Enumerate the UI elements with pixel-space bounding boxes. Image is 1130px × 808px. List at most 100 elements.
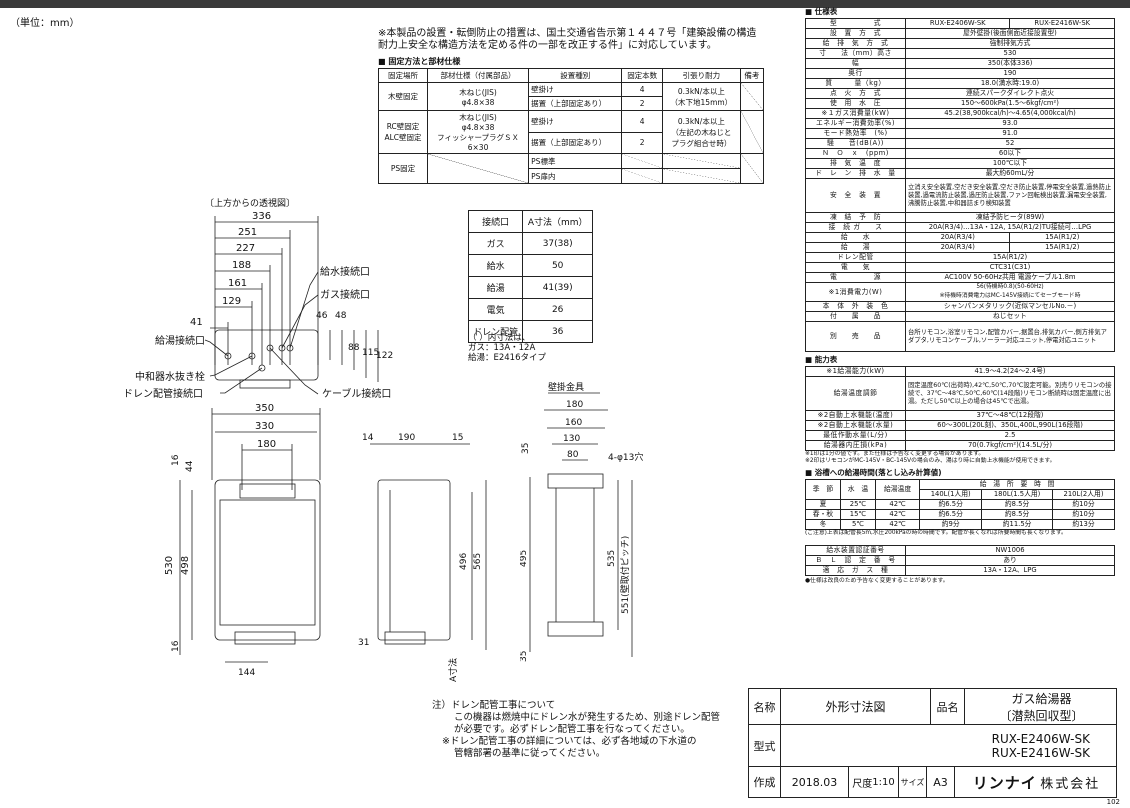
bath-subheader: 140L(1人用) [919,489,983,500]
spec-label: 電 気 [805,262,906,273]
top-view-drawing: 〔上方からの透視図〕 336 251 227 188 161 129 41 46… [123,197,393,400]
conn-header: 接続口 [467,210,524,233]
fix-count: 4 [621,110,664,133]
spec-label: 排 気 温 度 [805,158,906,169]
fix-empty [426,153,530,184]
dim-text: 495 [520,550,529,567]
dim-text: 180 [257,439,276,450]
spec-label: 電 源 [805,272,906,283]
dim-text: 16 [171,454,181,466]
dim-text: 130 [563,434,580,444]
spec-value: NW1006 [905,545,1115,556]
spec-label: 給 水 [805,232,906,243]
bracket-hole: 4-φ13穴 [608,451,643,463]
fixing-header: 固定本数 [621,68,664,83]
spec-label: 使 用 水 圧 [805,98,906,109]
spec-value: 150〜600kPa(1.5〜6kgf/cm²) [905,98,1115,109]
capacity-note: ※2印はリモコンがMC-145V・BC-145Vの場合のみ、湯はり時に自動上水機… [805,458,1056,464]
spec-label: 奥行 [805,68,906,79]
bath-cell: 42℃ [874,499,921,510]
spec-value: 56(待機時0.8)(50-60Hz)※待機時消費電力はMC-145V接続にてセ… [905,282,1115,302]
install-note: ※本製品の設置・転倒防止の措置は、国土交通省告示第１４４７号「建築設備の構造耐力… [378,28,757,51]
bath-cell: 約8.5分 [981,509,1054,520]
spec-label: 別 売 品 [805,321,906,352]
dim-text: 565 [473,553,483,570]
spec-label: ド レ ン 排 水 量 [805,168,906,179]
spec-value: 台所リモコン,浴室リモコン,配管カバー,据置台,排気カバー,側方排気アダプタ,リ… [905,321,1115,352]
conn-port: ドレン配管 [467,320,524,343]
spec-value: 52 [905,138,1115,149]
spec-value: 91.0 [905,128,1115,139]
spec-value: 190 [905,68,1115,79]
tb-made-label: 作成 [749,767,781,797]
tb-company: リンナイ 株式会社 [972,773,1101,792]
callout-label: 給水接続口 [320,265,370,278]
spec-value: CTC31(C31) [905,262,1115,273]
spec-sheet: ■ 仕様表 型 式 RUX-E2406W-SK RUX-E2416W-SK 設 … [805,4,1115,585]
page-number: 102 [1106,798,1120,806]
top-window-bar [0,0,1130,8]
conn-value: 50 [522,254,593,277]
fix-count: 2 [621,131,664,154]
spec-label: Ｎ Ｏ ｘ (ppm) [805,148,906,159]
fix-type: 据置（上部固定あり） [528,96,623,111]
spec-value: 70(0.7kgf/cm²)(14.5L/分) [905,440,1115,451]
conn-port: 給湯 [467,276,524,299]
bath-cell: 約11.5分 [981,519,1054,530]
dim-text: 129 [222,296,241,307]
callout-label: ガス接続口 [320,288,370,301]
spec-label: ※１ガス消費量(kW) [805,108,906,119]
tb-name-label: 名称 [749,689,781,724]
spec-value: 350(本体336) [905,58,1115,69]
spec-value: 強制排気方式 [905,38,1115,49]
bath-cell: 約13分 [1052,519,1115,530]
spec-label: ※2自動上水機能(温度) [805,410,906,421]
dim-text: 16 [171,640,181,652]
bath-cell: 約6.5分 [919,509,983,520]
fix-type: PS扉内 [528,168,623,184]
dim-text: 188 [232,260,251,271]
dim-text: 161 [228,278,247,289]
conn-header: A寸法（mm） [522,210,593,233]
dim-text: 46 [316,311,328,321]
conn-value: 41(39) [522,276,593,299]
bath-title: ■ 浴槽への給湯時間(落とし込み計算値) [805,468,942,477]
conn-value: 36 [522,320,593,343]
spec-label: 型 式 [805,18,906,29]
bath-cell: 春・秋 [805,509,841,520]
spec-value: 固定温度60℃(出荷時),42℃,50℃,70℃設定可能。別売りリモコンの接続で… [905,376,1115,411]
fix-empty [739,153,765,184]
dim-text: 35 [520,651,529,662]
dim-text: 180 [566,400,583,410]
bath-cell: 15℃ [839,509,876,520]
spec-value: あり [905,555,1115,566]
bath-cell: 約9分 [919,519,983,530]
spec-value: 立消え安全装置,空だき安全装置,空だき防止装置,停電安全装置,過熱防止装置,過電… [905,178,1115,213]
callout-label: 給湯接続口 [155,334,205,347]
fix-count: 4 [621,82,664,97]
fix-note-empty [739,82,765,111]
capacity-title: ■ 能力表 [805,355,838,364]
spec-value: ねじセット [905,311,1115,322]
spec-table: 型 式 RUX-E2406W-SK RUX-E2416W-SK 設 置 方 式屋… [805,18,1115,352]
fix-type: 壁掛け [528,82,623,97]
spec-value: 18.0(満水時:19.0) [905,78,1115,89]
bath-header: 水 温 [839,479,876,500]
final-note: ●仕様は改良のため予告なく変更することがあります。 [805,578,949,584]
tb-product-value: ガス給湯器〔潜熱回収型〕 [999,691,1084,723]
conn-value: 37(38) [522,232,593,255]
spec-value: 37℃〜48℃(12段階) [905,410,1115,421]
fixing-title: ■ 固定方法と部材仕様 [378,57,461,66]
tb-name-value: 外形寸法図 [781,689,931,724]
spec-label: 給湯温度調節 [805,376,906,411]
wall-bracket-drawing: 壁掛金具 180 160 130 80 4-φ13穴 35 495 35 535… [520,382,643,662]
fix-count: 2 [621,96,664,111]
tb-size-label: サイズ [899,767,927,797]
bath-header: 給湯温度 [874,479,921,500]
dim-text: 190 [398,433,415,443]
bath-cell: 25℃ [839,499,876,510]
spec-value: 連続スパークダイレクト点火 [905,88,1115,99]
